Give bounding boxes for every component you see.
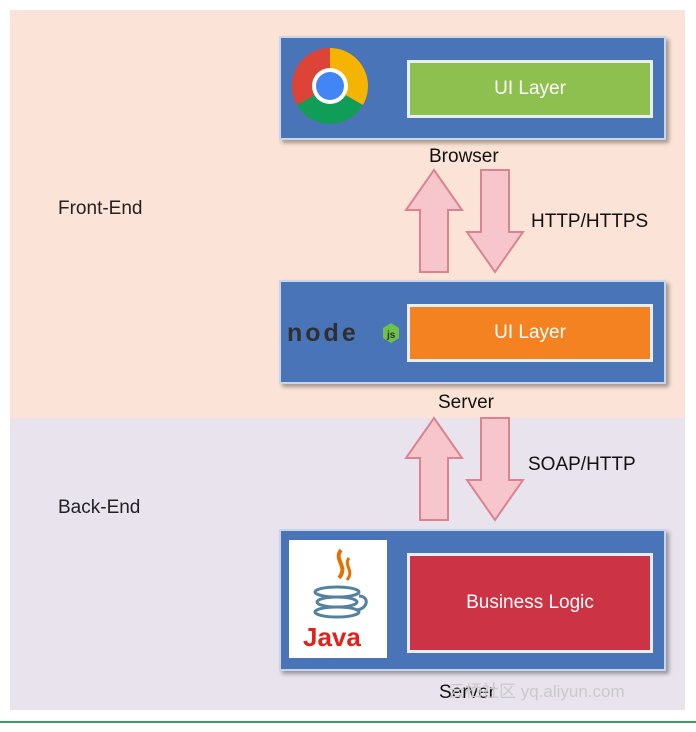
upstream-arrow-icon	[404, 416, 464, 521]
java-logo-text: Java	[303, 622, 361, 652]
node-ui-layer: UI Layer	[407, 304, 653, 362]
business-logic-layer: Business Logic	[407, 553, 653, 653]
nodejs-logo-icon: node js	[287, 318, 403, 348]
node-tier: node js UI Layer	[279, 280, 666, 384]
node-server-caption: Server	[438, 392, 494, 413]
nodejs-logo-text: node	[287, 319, 359, 347]
front-end-label: Front-End	[58, 198, 143, 219]
browser-ui-layer: UI Layer	[407, 60, 653, 118]
svg-text:js: js	[386, 330, 396, 341]
java-tier: Java Business Logic	[279, 529, 666, 671]
browser-caption: Browser	[429, 146, 499, 167]
browser-tier: UI Layer	[279, 36, 666, 140]
upstream-arrow-icon	[404, 168, 464, 273]
bottom-divider	[0, 721, 696, 723]
downstream-arrow-icon	[465, 417, 525, 522]
back-end-label: Back-End	[58, 497, 141, 518]
java-logo-icon: Java	[289, 540, 387, 658]
downstream-arrow-icon	[465, 169, 525, 274]
http-https-label: HTTP/HTTPS	[531, 211, 649, 232]
watermark: 云栖社区 yq.aliyun.com	[448, 682, 625, 701]
soap-http-label: SOAP/HTTP	[528, 454, 636, 475]
java-server-caption: Server	[439, 682, 495, 703]
chrome-logo-icon	[290, 46, 370, 126]
